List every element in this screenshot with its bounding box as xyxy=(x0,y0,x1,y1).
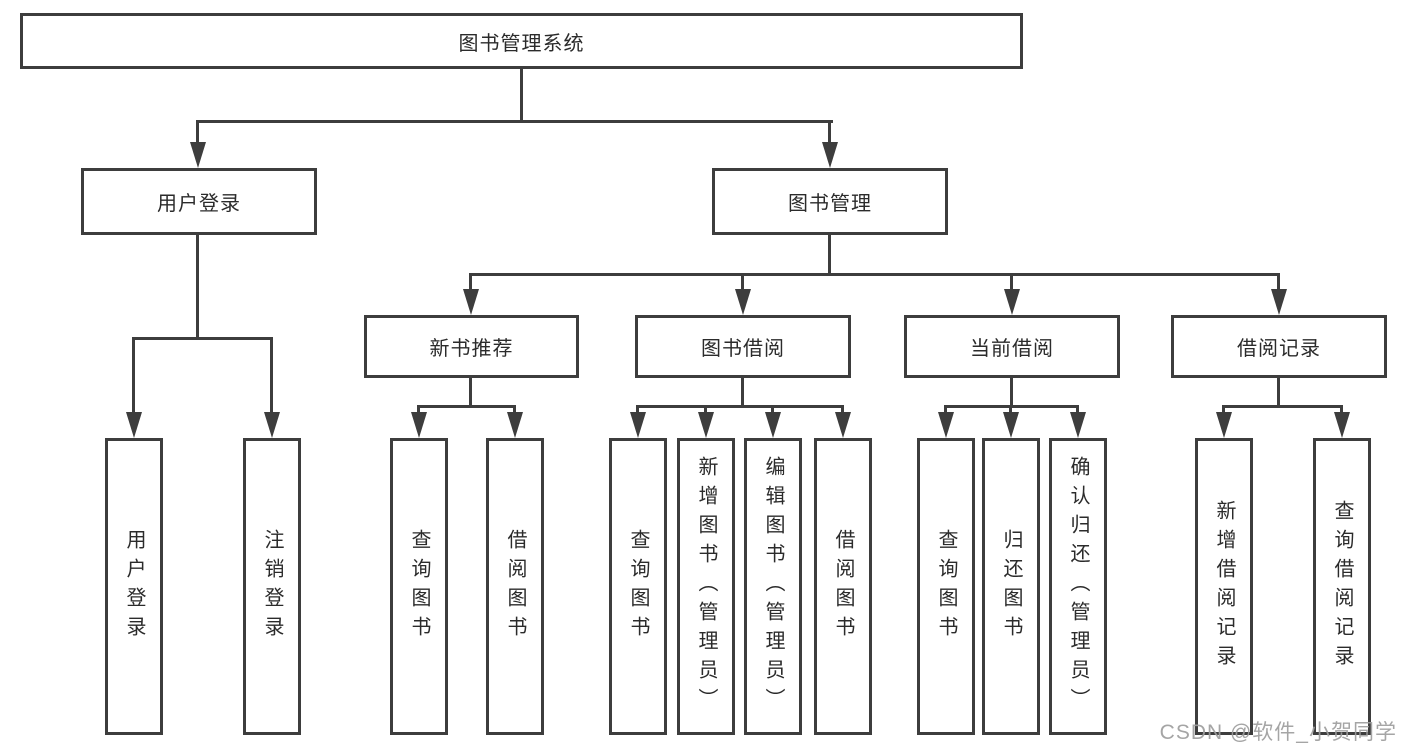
connector-root-stem xyxy=(520,69,523,121)
leaf-edit-books-admin: 编辑图书（管理员） xyxy=(744,438,802,735)
arrow-down-icon xyxy=(411,412,427,438)
leaf-add-borrow-record: 新增借阅记录 xyxy=(1195,438,1253,735)
connector-book-borrow-drop-2 xyxy=(704,405,707,415)
connector-book-management-stem xyxy=(828,235,831,275)
arrow-down-icon xyxy=(507,412,523,438)
connector-current-borrow-drop-2 xyxy=(1009,405,1012,415)
connector-new-book-recommend-rail xyxy=(417,405,516,408)
node-book-management: 图书管理 xyxy=(712,168,948,235)
leaf-borrow-books-borrow: 借阅图书 xyxy=(814,438,872,735)
connector-book-management-drop-1 xyxy=(469,273,472,291)
arrow-down-icon xyxy=(1004,289,1020,315)
connector-book-borrow-drop-1 xyxy=(636,405,639,415)
leaf-add-books-admin: 新增图书（管理员） xyxy=(677,438,735,735)
arrow-down-icon xyxy=(1334,412,1350,438)
connector-root-rail xyxy=(196,120,833,123)
arrow-down-icon xyxy=(1070,412,1086,438)
connector-new-book-recommend-drop-2 xyxy=(513,405,516,415)
arrow-down-icon xyxy=(264,412,280,438)
connector-borrow-records-stem xyxy=(1277,378,1280,408)
node-new-book-recommend: 新书推荐 xyxy=(364,315,579,378)
connector-borrow-records-drop-1 xyxy=(1222,405,1225,415)
arrow-down-icon xyxy=(822,142,838,168)
node-current-borrow: 当前借阅 xyxy=(904,315,1120,378)
leaf-confirm-return-admin: 确认归还（管理员） xyxy=(1049,438,1107,735)
arrow-down-icon xyxy=(1271,289,1287,315)
connector-user-login-drop-1 xyxy=(132,337,135,413)
arrow-down-icon xyxy=(835,412,851,438)
connector-user-login-stem xyxy=(196,235,199,338)
connector-borrow-records-drop-2 xyxy=(1340,405,1343,415)
arrow-down-icon xyxy=(126,412,142,438)
connector-book-borrow-stem xyxy=(741,378,744,408)
connector-current-borrow-drop-3 xyxy=(1076,405,1079,415)
connector-new-book-recommend-stem xyxy=(469,378,472,408)
leaf-query-books-current: 查询图书 xyxy=(917,438,975,735)
leaf-query-borrow-record: 查询借阅记录 xyxy=(1313,438,1371,735)
connector-book-management-drop-4 xyxy=(1277,273,1280,291)
connector-root-drop-right xyxy=(828,120,831,146)
connector-current-borrow-stem xyxy=(1010,378,1013,408)
connector-borrow-records-rail xyxy=(1222,405,1343,408)
connector-user-login-drop-2 xyxy=(270,337,273,413)
connector-current-borrow-drop-1 xyxy=(944,405,947,415)
arrow-down-icon xyxy=(463,289,479,315)
arrow-down-icon xyxy=(938,412,954,438)
arrow-down-icon xyxy=(698,412,714,438)
arrow-down-icon xyxy=(735,289,751,315)
arrow-down-icon xyxy=(1003,412,1019,438)
node-borrow-records: 借阅记录 xyxy=(1171,315,1387,378)
leaf-user-login: 用户登录 xyxy=(105,438,163,735)
leaf-logout: 注销登录 xyxy=(243,438,301,735)
arrow-down-icon xyxy=(765,412,781,438)
connector-book-management-drop-2 xyxy=(741,273,744,291)
node-user-login: 用户登录 xyxy=(81,168,317,235)
connector-new-book-recommend-drop-1 xyxy=(417,405,420,415)
connector-book-borrow-rail xyxy=(636,405,844,408)
arrow-down-icon xyxy=(630,412,646,438)
connector-user-login-rail xyxy=(132,337,273,340)
node-root: 图书管理系统 xyxy=(20,13,1023,69)
arrow-down-icon xyxy=(1216,412,1232,438)
leaf-query-books-borrow: 查询图书 xyxy=(609,438,667,735)
watermark: CSDN @软件_小贺同学 xyxy=(1159,721,1397,744)
leaf-query-books-recommend: 查询图书 xyxy=(390,438,448,735)
node-book-borrow: 图书借阅 xyxy=(635,315,851,378)
connector-book-management-drop-3 xyxy=(1010,273,1013,291)
leaf-return-books: 归还图书 xyxy=(982,438,1040,735)
connector-book-borrow-drop-4 xyxy=(841,405,844,415)
connector-book-management-rail xyxy=(469,273,1280,276)
arrow-down-icon xyxy=(190,142,206,168)
leaf-borrow-books-recommend: 借阅图书 xyxy=(486,438,544,735)
connector-book-borrow-drop-3 xyxy=(771,405,774,415)
connector-root-drop-left xyxy=(196,120,199,146)
